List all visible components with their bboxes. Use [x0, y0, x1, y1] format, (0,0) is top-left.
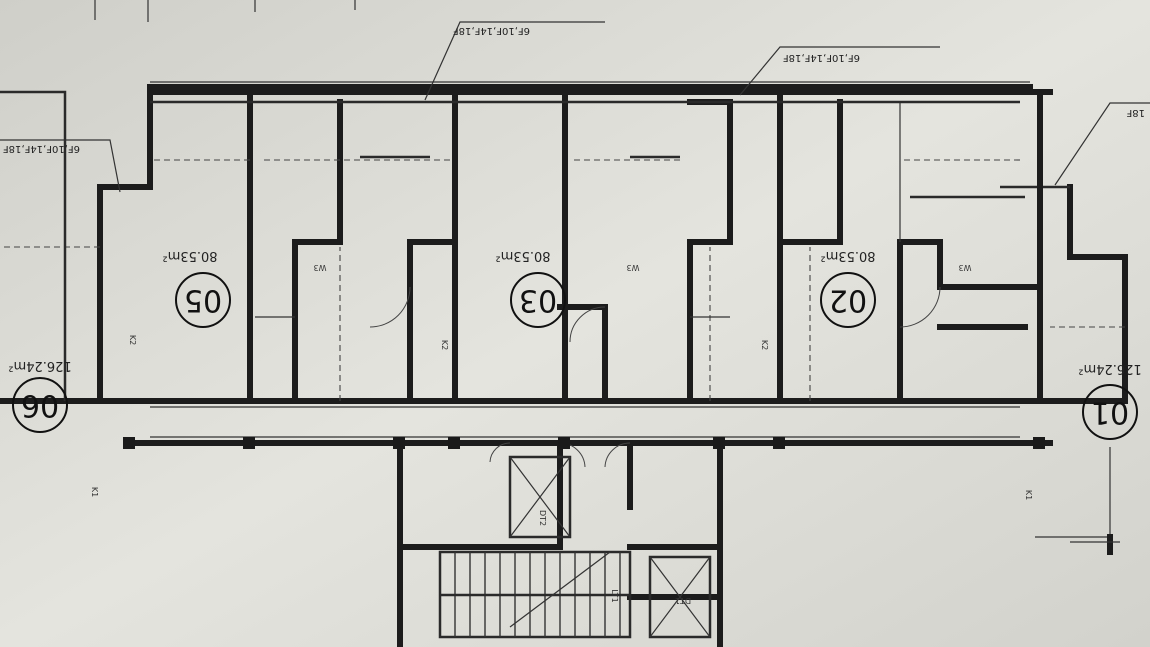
- unit-06-number: 06: [21, 388, 59, 423]
- bath-marker-unit-05: W3: [314, 263, 327, 272]
- unit-02-marker[interactable]: 02: [820, 272, 876, 328]
- core: [397, 440, 723, 647]
- kitchen-marker-unit-02: K2: [760, 340, 769, 350]
- unit-02-area: 80.53m²: [820, 248, 875, 263]
- unit-05-walls-plan: [247, 89, 568, 404]
- unit-02-number: 02: [829, 283, 867, 318]
- unit-01-number: 01: [1091, 395, 1129, 430]
- unit-03-marker[interactable]: 03: [510, 272, 566, 328]
- corridor: [127, 398, 1053, 446]
- unit-05-marker[interactable]: 05: [175, 272, 231, 328]
- unit-01-area: 126.24m²: [1078, 361, 1141, 376]
- unit-05-number: 05: [184, 283, 222, 318]
- unit-03-number: 03: [519, 283, 557, 318]
- kitchen-marker-unit-01: K1: [1024, 490, 1033, 500]
- callout-floors-b: 6F,10F,14F,18F: [739, 46, 940, 96]
- unit-06-marker[interactable]: 06: [12, 377, 68, 433]
- bath-marker-unit-02: W3: [959, 263, 972, 272]
- callout-floors-d: 18F: [1054, 102, 1150, 186]
- facade-walls: [147, 81, 1033, 104]
- svg-text:18F: 18F: [1126, 107, 1145, 118]
- bath-marker-unit-03: W3: [627, 263, 640, 272]
- unit-03-walls-plan: [557, 89, 783, 404]
- kitchen-marker-unit-05: K2: [128, 335, 137, 345]
- unit-03-area: 80.53m²: [495, 248, 550, 263]
- top-edge-marks: [94, 0, 356, 22]
- lift-marker-dt1: DT1: [675, 596, 691, 605]
- callout-floors-c: 6F,10F,14F,18F: [0, 139, 121, 193]
- svg-text:6F,10F,14F,18F: 6F,10F,14F,18F: [783, 52, 860, 63]
- lift-marker-lt1: LT1: [610, 589, 619, 602]
- kitchen-marker-unit-06: K1: [90, 487, 99, 497]
- unit-06-area: 126.24m²: [8, 358, 71, 373]
- unit-06-walls-plan: [0, 89, 253, 404]
- lift-marker-dt2: DT2: [538, 510, 547, 526]
- structural-columns: [123, 437, 1045, 449]
- unit-01-marker[interactable]: 01: [1082, 384, 1138, 440]
- svg-text:6F,10F,14F,18F: 6F,10F,14F,18F: [453, 25, 530, 36]
- kitchen-marker-unit-03: K2: [440, 340, 449, 350]
- callout-floors-a: 6F,10F,14F,18F: [424, 21, 605, 101]
- svg-text:6F,10F,14F,18F: 6F,10F,14F,18F: [3, 143, 80, 154]
- unit-05-area: 80.53m²: [162, 248, 217, 263]
